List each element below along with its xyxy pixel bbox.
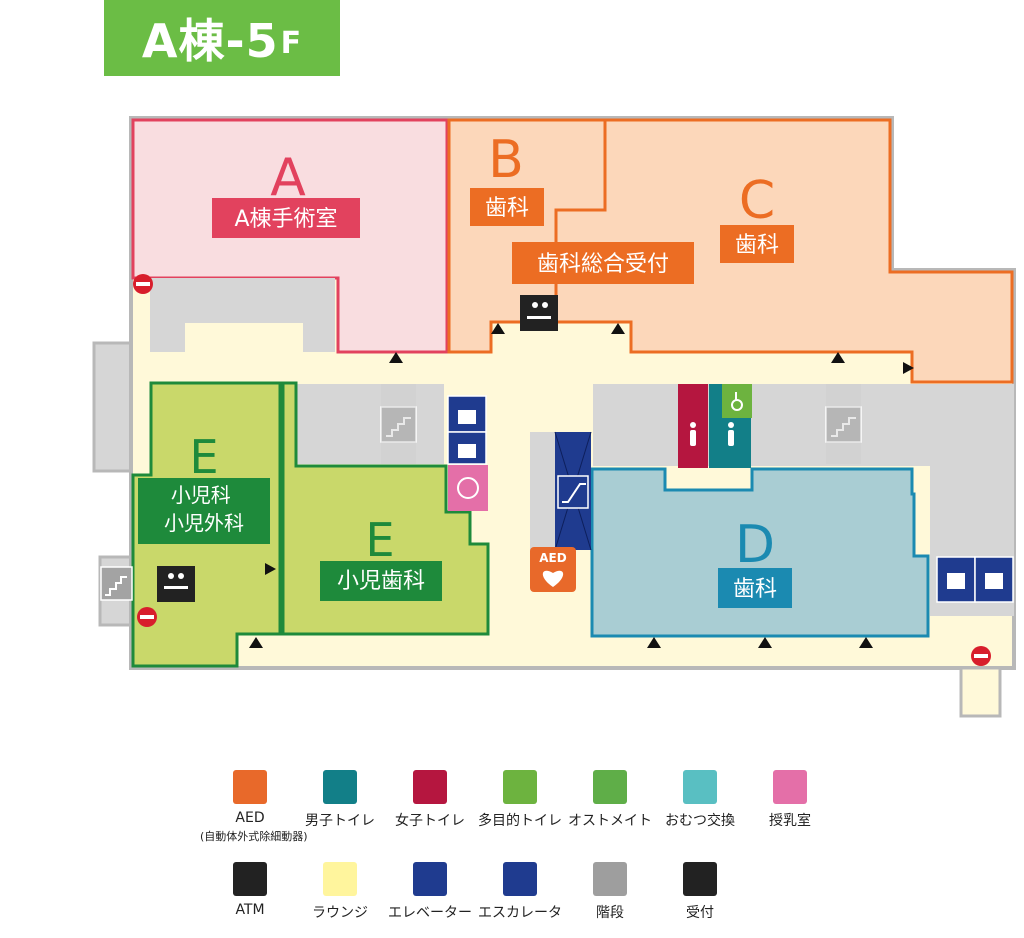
elevator-glyphs [458,410,1003,589]
legend-label: ラウンジ [312,905,368,921]
legend-item: 階段 [560,862,660,922]
aed-icon[interactable]: AED [530,547,576,592]
legend-label: エレベーター [388,905,472,921]
legend-item: 受付 [650,862,750,922]
aed-label: AED [539,551,566,565]
elevator-icon [413,862,447,896]
stairs-icon [593,862,627,896]
male-toilet-icon [728,422,734,446]
legend-label: 階段 [596,905,624,921]
legend-item: 授乳室 [740,770,840,830]
diaper-change-icon [683,770,717,804]
ostomate-icon [593,770,627,804]
female-toilet-icon [413,770,447,804]
male-toilet-icon [323,770,357,804]
area-b-name: 歯科 [485,196,529,221]
legend-label: 授乳室 [769,813,811,829]
area-e1-name-line2: 小児外科 [164,511,244,535]
floor-map: AED A B C D E E A棟手術室 歯科 歯科 [92,116,1016,718]
legend-sublabel: (自動体外式除細動器) [200,830,308,843]
entrance-markers [249,323,914,648]
legend-item: 男子トイレ [290,770,390,830]
legend-label: 受付 [686,905,714,921]
legend-label: 多目的トイレ [478,813,562,829]
area-c-letter: C [739,171,775,231]
no-entry-icon [133,274,991,666]
legend-item: ラウンジ [290,862,390,922]
area-d-letter: D [735,515,775,575]
legend-item: ATM [200,862,300,918]
reception-label: 歯科総合受付 [537,252,669,277]
legend-item: オストメイト [560,770,660,830]
escalator-icon [554,431,592,551]
legend-item: エスカレータ [470,862,570,922]
legend-label: ATM [235,902,265,918]
legend-label: オストメイト [568,813,652,829]
toilets [678,384,752,468]
floor-suffix: F [280,25,303,61]
area-b-letter: B [488,130,524,190]
area-e2-letter: E [365,513,394,567]
legend-label: AED [235,810,265,826]
legend-item: おむつ交換 [650,770,750,830]
area-a-name: A棟手術室 [234,207,337,232]
legend-item: エレベーター [380,862,480,922]
area-e2-name: 小児歯科 [337,569,425,594]
legend-label: 男子トイレ [305,813,375,829]
nursing-room-icon [448,465,488,511]
floor-title: A棟-5 [141,14,279,68]
escalator-icon [503,862,537,896]
legend-item: 女子トイレ [380,770,480,830]
female-toilet-icon [690,422,696,446]
reception-icon [157,295,558,602]
accessible-toilet-icon [503,770,537,804]
area-a[interactable] [131,118,449,354]
area-e1-name-line1: 小児科 [171,483,231,507]
nursing-room-icon [773,770,807,804]
area-d-name: 歯科 [733,577,777,602]
area-c-name: 歯科 [735,233,779,258]
legend-item: AED (自動体外式除細動器) [200,770,308,844]
accessible-toilet-icon [731,392,743,411]
atm-icon [233,862,267,896]
stairs-icon [100,406,862,601]
area-e1-letter: E [189,430,218,484]
reception-icon [683,862,717,896]
legend-label: 女子トイレ [395,813,465,829]
legend-item: 多目的トイレ [470,770,570,830]
legend-label: エスカレータ [478,905,562,921]
legend-label: おむつ交換 [665,813,735,829]
area-e1-name: 小児科 小児外科 [164,483,244,535]
aed-icon [233,770,267,804]
lounge-icon [323,862,357,896]
area-d[interactable] [590,467,930,638]
